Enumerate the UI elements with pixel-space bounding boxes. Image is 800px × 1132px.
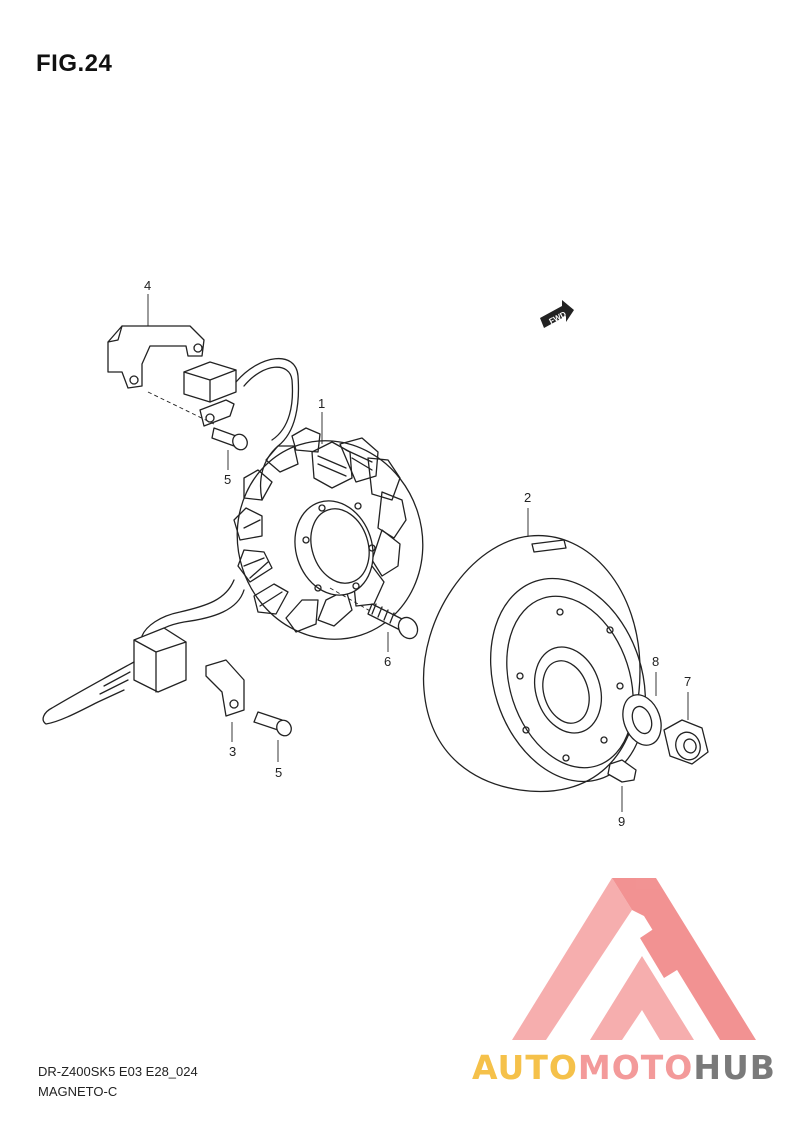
rotor-flywheel-part	[422, 508, 647, 792]
bracket-screw-lower-part	[253, 711, 292, 762]
model-code: DR-Z400SK5 E03 E28_024	[38, 1064, 198, 1079]
callout-2: 2	[524, 490, 531, 505]
stator-screw-part	[367, 603, 419, 652]
callout-7: 7	[684, 674, 691, 689]
callout-1: 1	[318, 396, 325, 411]
watermark-auto: AUTO	[472, 1048, 578, 1087]
callout-5-lower: 5	[275, 765, 282, 780]
bracket-screw-upper-part	[211, 427, 248, 470]
figure-title: FIG.24	[36, 50, 113, 77]
wire-harness-upper	[235, 358, 300, 501]
clamp-bracket-part	[107, 325, 237, 427]
coupler-connector-part	[42, 627, 187, 725]
callout-4: 4	[144, 278, 151, 293]
callout-9: 9	[618, 814, 625, 829]
nut-part	[663, 692, 709, 765]
woodruff-key-part	[607, 759, 637, 812]
callout-6: 6	[384, 654, 391, 669]
fwd-arrow-icon: FWD	[540, 300, 574, 328]
watermark-text: AUTOMOTOHUB	[472, 1048, 776, 1087]
stator-coil-part	[233, 427, 424, 640]
washer-part	[622, 672, 662, 746]
wire-guide-part	[205, 659, 245, 742]
watermark-hub: HUB	[693, 1048, 776, 1087]
automotohub-logo-icon	[512, 878, 756, 1040]
callout-3: 3	[229, 744, 236, 759]
callout-5-upper: 5	[224, 472, 231, 487]
watermark-moto: MOTO	[577, 1048, 694, 1087]
section-name: MAGNETO-C	[38, 1084, 118, 1099]
callout-8: 8	[652, 654, 659, 669]
diagram-footer: DR-Z400SK5 E03 E28_024 MAGNETO-C	[38, 1062, 198, 1102]
